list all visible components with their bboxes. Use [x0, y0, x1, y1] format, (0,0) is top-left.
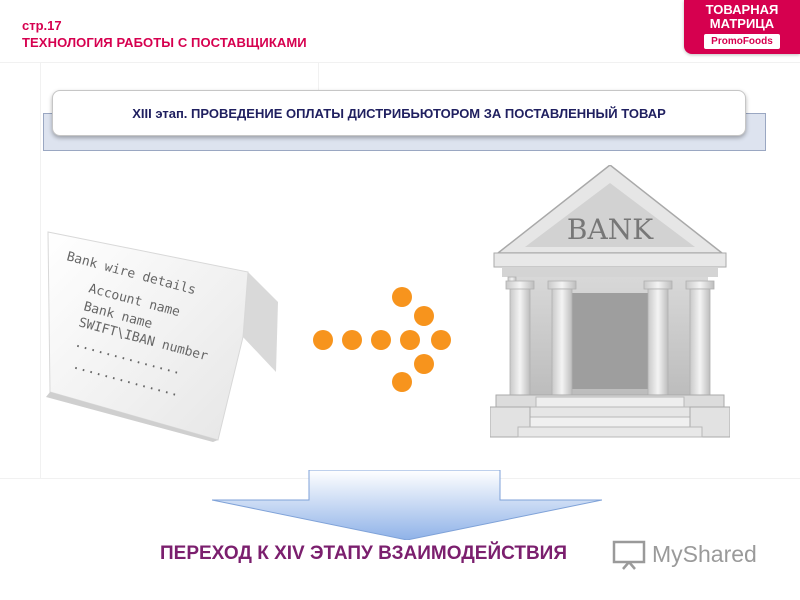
arrow-dot	[431, 330, 451, 350]
bank-sign: BANK	[567, 213, 654, 246]
watermark: MyShared	[612, 538, 772, 570]
arrow-dot	[414, 354, 434, 374]
arrow-dot	[313, 330, 333, 350]
stage-banner: XIII этап. ПРОВЕДЕНИЕ ОПЛАТЫ ДИСТРИБЬЮТО…	[52, 90, 746, 136]
watermark-text: MyShared	[652, 541, 757, 567]
bank-building-icon: BANK	[490, 165, 730, 438]
arrow-dot	[371, 330, 391, 350]
logo-line-2: МАТРИЦА	[709, 16, 775, 31]
logo-line-1: ТОВАРНАЯ	[705, 2, 779, 17]
guide-line	[0, 62, 800, 63]
arrow-dot	[392, 287, 412, 307]
section-title: ТЕХНОЛОГИЯ РАБОТЫ С ПОСТАВЩИКАМИ	[22, 35, 307, 50]
presentation-icon	[612, 540, 646, 570]
arrow-dot	[400, 330, 420, 350]
bank-wire-card-icon: Bank wire details Account name Bank name…	[46, 231, 278, 442]
logo-brand: PromoFoods	[704, 34, 780, 49]
arrow-dot	[342, 330, 362, 350]
arrow-dot	[392, 372, 412, 392]
guide-line	[40, 62, 41, 478]
stage-banner-text: XIII этап. ПРОВЕДЕНИЕ ОПЛАТЫ ДИСТРИБЬЮТО…	[132, 105, 666, 121]
transition-text: ПЕРЕХОД К XIV ЭТАПУ ВЗАИМОДЕЙСТВИЯ	[160, 543, 567, 564]
arrow-dot	[414, 306, 434, 326]
guide-line	[318, 62, 319, 92]
brand-logo: ТОВАРНАЯ МАТРИЦА PromoFoods	[684, 0, 800, 54]
page-number: стр.17	[22, 18, 62, 33]
down-arrow-icon	[212, 470, 602, 540]
